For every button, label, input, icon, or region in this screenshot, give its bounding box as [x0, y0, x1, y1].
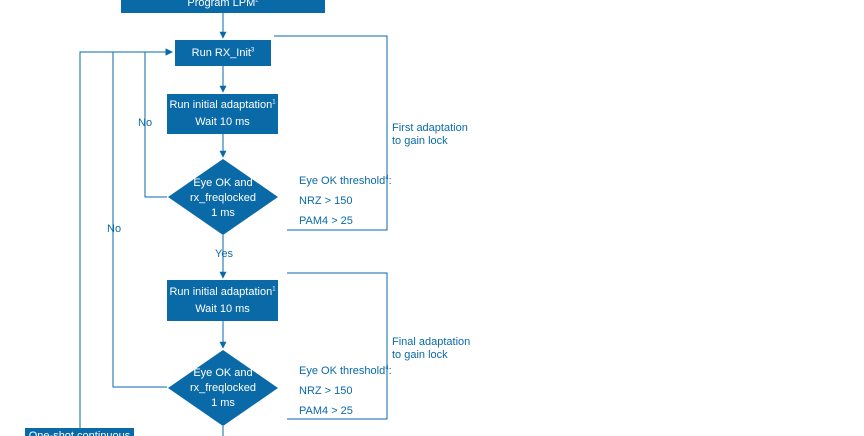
one-shot-continuous-label: One-shot continuous — [28, 430, 131, 436]
run-rx-init-note: 3 — [250, 46, 255, 53]
threshold-final-suffix: : — [388, 365, 392, 377]
initial-adaptation-1-note: 1 — [272, 99, 276, 106]
decision-1-line1: Eye OK and — [193, 177, 253, 189]
final-adaptation-label: Final adaptation to gain lock — [392, 336, 470, 362]
initial-adaptation-2-line1: Run initial adaptation — [169, 285, 273, 298]
threshold-final-title: Eye OK threshold — [299, 365, 386, 377]
first-adaptation-label: First adaptation to gain lock — [392, 122, 468, 148]
one-shot-continuous-box: One-shot continuous — [25, 428, 134, 436]
threshold-first-note: 4 — [385, 175, 389, 182]
initial-adaptation-2-box: Run initial adaptation1 Wait 10 ms — [167, 280, 278, 321]
decision-2-text: Eye OK and rx_freqlocked 1 ms — [178, 366, 268, 411]
eye-ok-threshold-first: Eye OK threshold4: NRZ > 150 PAM4 > 25 — [299, 171, 392, 231]
program-lpm-label: Program LPM — [187, 0, 256, 9]
threshold-first-suffix: : — [388, 175, 392, 187]
initial-adaptation-1-line1: Run initial adaptation — [169, 99, 273, 111]
decision-2-line3: 1 ms — [211, 397, 235, 409]
threshold-first-nrz: NRZ > 150 — [299, 195, 353, 207]
threshold-first-pam4: PAM4 > 25 — [299, 215, 353, 227]
eye-ok-threshold-final: Eye OK threshold4: NRZ > 150 PAM4 > 25 — [299, 361, 392, 421]
label-no-1: No — [138, 117, 153, 129]
loop-no-2 — [112, 48, 173, 388]
first-adaptation-line2: to gain lock — [392, 135, 448, 147]
decision-1-line2: rx_freqlocked — [189, 192, 257, 204]
loop-one-shot — [79, 48, 173, 428]
threshold-final-nrz: NRZ > 150 — [299, 385, 353, 397]
initial-adaptation-2-line2: Wait 10 ms — [195, 302, 250, 315]
first-adaptation-line1: First adaptation — [392, 122, 468, 134]
final-adaptation-line1: Final adaptation — [392, 336, 471, 348]
threshold-final-pam4: PAM4 > 25 — [299, 405, 353, 417]
program-lpm-box: Program LPM2 — [121, 0, 325, 13]
initial-adaptation-2-note: 1 — [272, 285, 276, 292]
label-no-2: No — [107, 223, 122, 235]
decision-1-text: Eye OK and rx_freqlocked 1 ms — [178, 176, 268, 221]
run-rx-init-box: Run RX_Init3 — [175, 40, 271, 66]
initial-adaptation-1-line2: Wait 10 ms — [195, 116, 250, 128]
decision-2-line2: rx_freqlocked — [189, 382, 257, 394]
bracket-first-adaptation — [274, 35, 388, 231]
program-lpm-note: 2 — [255, 0, 259, 4]
initial-adaptation-1-box: Run initial adaptation1 Wait 10 ms — [167, 94, 278, 134]
label-yes-1: Yes — [215, 248, 233, 260]
decision-1-line3: 1 ms — [211, 207, 235, 219]
final-adaptation-line2: to gain lock — [392, 349, 448, 361]
decision-2-shape — [168, 350, 278, 426]
run-rx-init-label: Run RX_Init — [191, 46, 251, 59]
threshold-first-title: Eye OK threshold — [299, 175, 386, 187]
threshold-final-note: 4 — [385, 365, 389, 372]
decision-2-line1: Eye OK and — [193, 367, 253, 379]
bracket-final-adaptation — [287, 272, 388, 420]
decision-1-shape — [168, 159, 278, 235]
